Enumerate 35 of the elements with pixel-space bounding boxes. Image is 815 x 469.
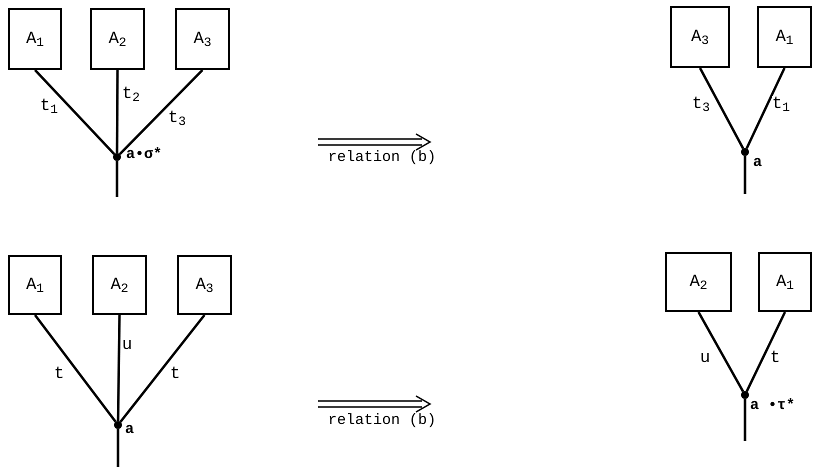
connector-line xyxy=(744,399,746,441)
term-box: A$_{2}$ xyxy=(92,255,147,315)
connector-line xyxy=(116,161,118,197)
term-box: A$_{1}$ xyxy=(757,6,812,68)
relation-label: relation (b) xyxy=(328,150,436,165)
term-box: A$_{2}$ xyxy=(665,252,732,312)
connector-line xyxy=(118,69,204,156)
connector-line xyxy=(116,70,119,153)
term-box: A$_{1}$ xyxy=(8,8,62,70)
edge-label: t$_{3}$ xyxy=(692,96,710,113)
connector-line xyxy=(697,311,744,392)
connector-line xyxy=(698,67,744,150)
node-annotation: a xyxy=(753,155,762,170)
connector-line xyxy=(120,314,206,423)
term-box: A$_{1}$ xyxy=(8,255,62,315)
edge-label: t$_{2}$ xyxy=(122,86,140,103)
term-box: A$_{3}$ xyxy=(177,255,232,315)
term-box: A$_{3}$ xyxy=(175,8,230,70)
edge-label: t$_{1}$ xyxy=(772,96,790,113)
connector-line xyxy=(744,156,746,194)
node-annotation: a xyxy=(125,422,134,437)
relation-label: relation (b) xyxy=(328,413,436,428)
connector-line xyxy=(34,69,116,155)
connector-line xyxy=(34,314,117,423)
connector-line xyxy=(116,429,120,467)
node-annotation: a •τ* xyxy=(750,398,796,413)
term-box: A$_{2}$ xyxy=(90,8,145,70)
term-box: A$_{3}$ xyxy=(670,6,730,68)
term-box: A$_{1}$ xyxy=(758,252,812,312)
edge-label: t$_{3}$ xyxy=(168,110,186,127)
node-annotation: a•σ* xyxy=(126,147,162,162)
connector-line xyxy=(746,311,786,392)
connector-line xyxy=(116,314,121,422)
edge-label: t$_{1}$ xyxy=(40,98,58,115)
connector-line xyxy=(746,67,786,149)
